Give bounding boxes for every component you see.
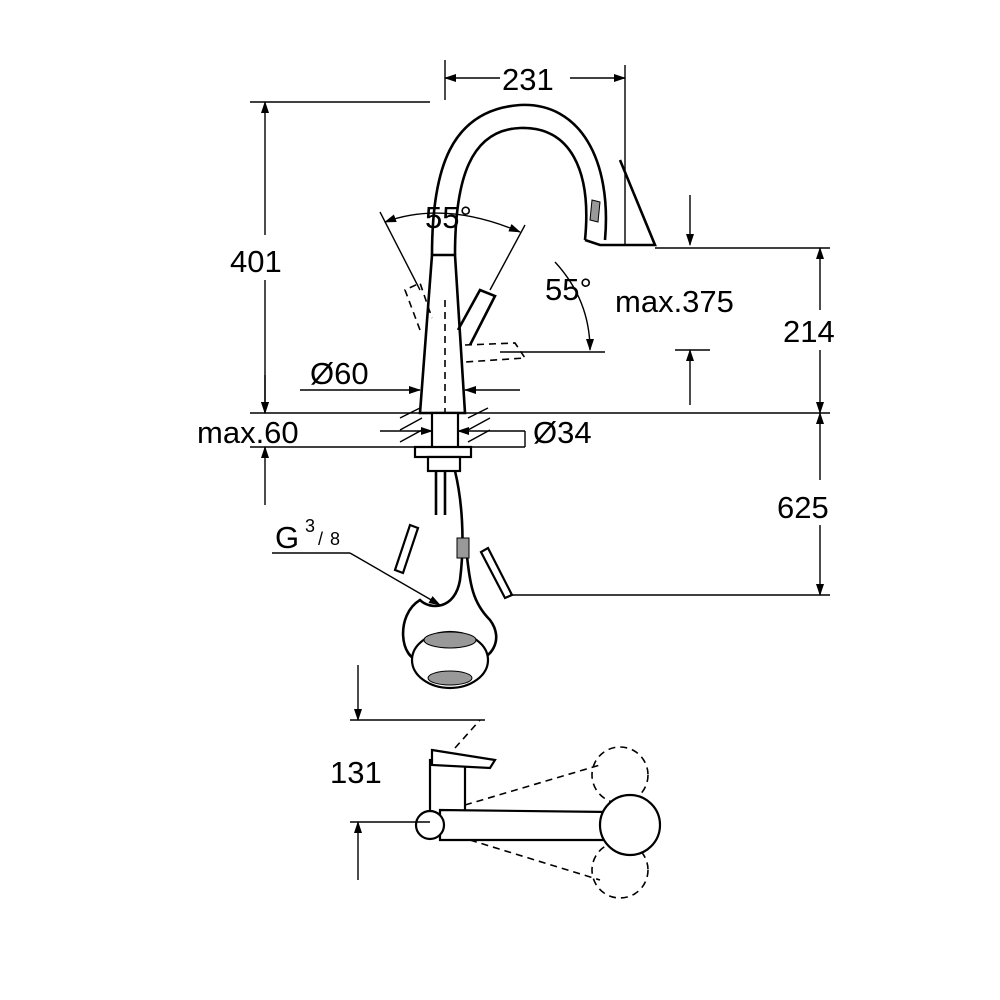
lever-alt-position [403, 281, 433, 331]
counter-hatching [399, 407, 491, 443]
spout-head-alt [591, 746, 649, 804]
shank [430, 411, 460, 451]
lever [456, 288, 497, 346]
dim-label-401: 401 [230, 244, 282, 279]
faucet-side-view [393, 103, 657, 690]
dim-counter-thickness: max.60 [197, 375, 299, 505]
dim-label-231: 231 [502, 62, 554, 97]
faucet-top-view [414, 719, 662, 899]
faucet-body [418, 253, 467, 415]
spout-outer [430, 103, 608, 256]
supply-valve-left [393, 523, 420, 575]
spout-swing-dashed [464, 764, 601, 881]
top-base [414, 809, 446, 841]
dim-connection-thread: G 3 / 8 [272, 516, 441, 606]
dim-hole-diameter: Ø34 [380, 415, 592, 450]
dim-label-214: 214 [783, 314, 835, 349]
thread-den: 8 [330, 529, 340, 549]
dim-top-view-depth: 131 [330, 665, 485, 880]
mount-nut [413, 445, 473, 459]
lever-alt-position-2 [464, 342, 527, 363]
thread-slash: / [318, 529, 323, 549]
dim-total-height: 401 [230, 101, 430, 414]
top-spray-head [598, 793, 662, 857]
dim-label-131: 131 [330, 755, 382, 790]
dim-hose-length: 625 [510, 412, 830, 596]
pull-hose [401, 470, 464, 662]
hose-connector [456, 537, 470, 559]
dim-label-625: 625 [777, 490, 829, 525]
dim-label-max60: max.60 [197, 415, 299, 450]
supply-valve-right [479, 546, 514, 600]
spout-inner [453, 126, 588, 256]
lever-alt [454, 719, 481, 749]
top-lever [430, 748, 497, 770]
dim-lever-angles: 55° 55° [379, 200, 605, 353]
spray-button [589, 199, 601, 223]
dim-max-clearance: max.375 [615, 195, 734, 405]
dim-label-55-side: 55° [545, 272, 592, 307]
dim-label-d60: Ø60 [310, 356, 369, 391]
thread-g: G [275, 520, 299, 555]
dim-label-max375: max.375 [615, 284, 734, 319]
top-spout [438, 808, 612, 842]
thread-num: 3 [305, 516, 315, 536]
dim-label-d34: Ø34 [533, 415, 592, 450]
weight-band [427, 670, 473, 686]
spout-head-alt [591, 841, 649, 899]
dim-base-diameter: Ø60 [300, 356, 520, 394]
dim-label-55-front: 55° [425, 200, 472, 235]
dim-spout-reach: 231 [444, 60, 626, 245]
mount-plate [426, 455, 462, 473]
spray-head [584, 159, 657, 247]
dim-outlet-height: 214 [655, 247, 835, 414]
weight-band [423, 631, 477, 649]
